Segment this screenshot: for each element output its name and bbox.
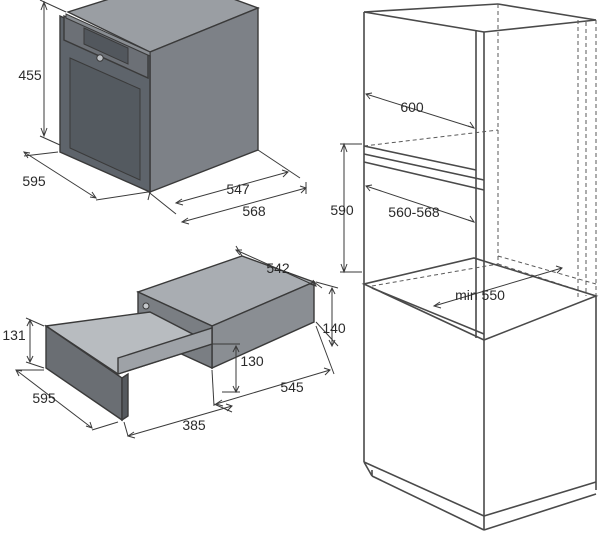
connector-icon [142,302,150,310]
drawer-body-depth-dimension: 545 [211,325,335,407]
oven-depth-dimensions: 547 568 [145,149,307,225]
niche-min-depth-label: min 550 [455,287,505,303]
oven-width-dimension: 595 [22,151,149,201]
oven-door-glass [69,57,141,181]
niche-min-depth-dimension: min 550 [432,265,563,309]
oven-depth-total-label: 568 [242,203,266,219]
drawer-body-depth-label: 545 [280,379,304,395]
niche-height-label: 590 [330,202,354,218]
drawer-depth-dimension: 542 [234,245,323,289]
drawer-front-edge [121,372,129,422]
oven-depth-body-label: 547 [226,181,250,197]
drawer-depth-total-label: 542 [266,260,290,276]
niche-width-dimension: 600 [365,92,476,129]
oven-illustration [59,0,260,194]
oven-width-label: 595 [22,173,46,189]
oven-height-dimension: 455 [18,0,67,146]
drawer-front-height-dimension: 131 [2,317,45,369]
drawer-front-width-label: 595 [32,390,56,406]
oven-knob-icon [96,54,104,62]
drawer-height-back-dimension: 140 [315,281,346,348]
drawer-extension-label: 385 [182,417,206,433]
niche-depth-range-dimension: 560-568 [365,184,476,223]
drawer-illustration [44,255,316,422]
niche-depth-range-label: 560-568 [388,204,440,220]
cabinet-illustration [361,3,599,531]
drawer-inner-height-dimension: 130 [212,343,264,394]
drawer-height-back-label: 140 [322,320,346,336]
niche-height-dimension: 590 [330,142,362,274]
oven-top-trim [65,13,151,57]
niche-width-label: 600 [400,99,424,115]
oven-height-label: 455 [18,67,42,83]
drawer-inner-height-label: 130 [240,353,264,369]
drawer-front-height-label: 131 [2,327,26,343]
oven-display [83,27,129,65]
drawer-extension-dimension: 385 [123,403,233,439]
drawer-front-width-dimension: 595 [15,369,119,431]
